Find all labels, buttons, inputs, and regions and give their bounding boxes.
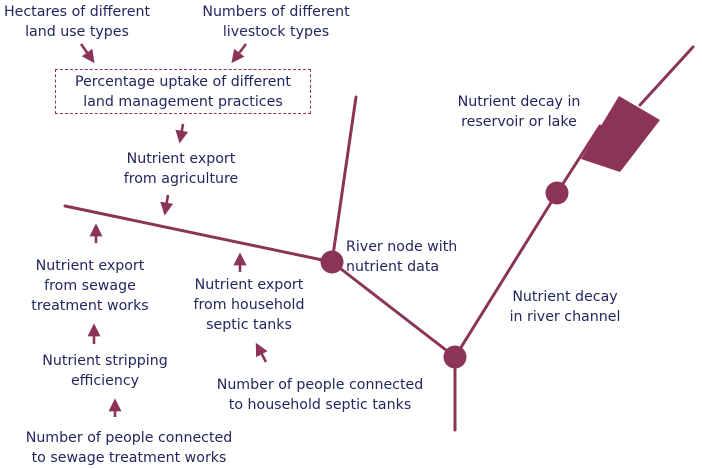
- river-tributary-north: [330, 95, 358, 264]
- river-upper-reach: [638, 45, 695, 107]
- arrow-people-septic-to-septic-export: [255, 342, 268, 363]
- river-upper-channel: [555, 124, 602, 195]
- land-management-box: [55, 69, 311, 114]
- river-node: [320, 250, 344, 274]
- people-sewage-label: Number of people connected to sewage tre…: [25, 430, 233, 466]
- confluence-node: [443, 345, 467, 369]
- reservoir-decay-label: Nutrient decay in reservoir or lake: [457, 94, 581, 130]
- river-tributary-west: [63, 204, 334, 264]
- people-septic-label: Number of people connected to household …: [216, 377, 424, 413]
- stripping-efficiency-label: Nutrient stripping efficiency: [42, 353, 168, 389]
- reservoir-shape: [581, 96, 660, 172]
- river-decay-label: Nutrient decay in river channel: [509, 289, 621, 325]
- agriculture-export-label: Nutrient export from agriculture: [123, 151, 239, 187]
- land-management-label: Percentage uptake of different land mana…: [75, 74, 291, 110]
- septic-export-label: Nutrient export from household septic ta…: [193, 277, 305, 333]
- channel-node: [545, 181, 569, 205]
- river-node-label: River node with nutrient data: [346, 239, 458, 275]
- river-main-channel: [453, 191, 559, 359]
- arrow-agri-export-to-river: [160, 194, 174, 216]
- river-network: [63, 45, 695, 432]
- arrow-livestock-to-uptake: [231, 43, 248, 64]
- sewage-export-label: Nutrient export from sewage treatment wo…: [31, 258, 149, 314]
- arrow-hectares-to-uptake: [79, 43, 95, 64]
- river-segment-node-to-confluence: [330, 260, 457, 359]
- arrow-uptake-to-agri-export: [175, 123, 189, 144]
- hectares-label: Hectares of different land use types: [3, 4, 151, 40]
- livestock-label: Numbers of different livestock types: [202, 4, 350, 40]
